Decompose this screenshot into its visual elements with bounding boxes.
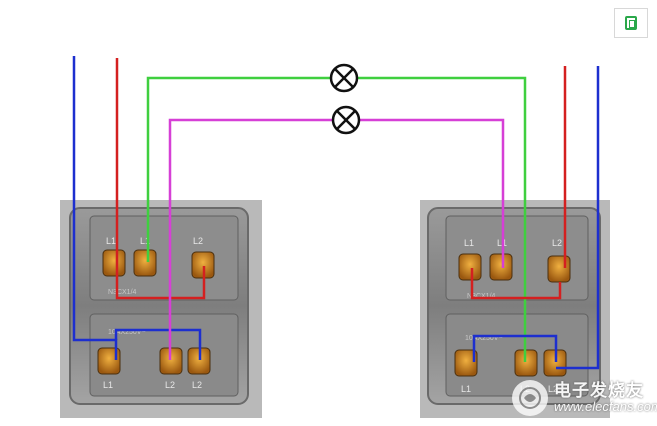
left-red-bridge bbox=[115, 262, 206, 300]
lamp-2 bbox=[331, 105, 361, 135]
watermark-url: www.elecfans.com bbox=[554, 399, 657, 415]
right-label-bottom-3: L2 bbox=[548, 384, 558, 394]
right-terminal-L1-bottom bbox=[454, 349, 478, 377]
logo-mark-icon bbox=[519, 387, 541, 409]
left-terminal-L1a bbox=[102, 249, 126, 277]
elecfans-logo-icon bbox=[512, 380, 548, 416]
right-blue-bridge bbox=[472, 334, 558, 362]
left-label-bottom-1: L1 bbox=[103, 380, 113, 390]
right-terminal-L1b bbox=[489, 253, 513, 281]
left-label-top-1: L1 bbox=[106, 236, 116, 246]
right-terminal-L2-top bbox=[547, 255, 571, 283]
green-traveler-wire bbox=[146, 76, 330, 262]
left-rating-text: 10AX250V~ bbox=[108, 329, 146, 336]
right-blue-wire bbox=[556, 66, 600, 370]
right-red-bridge bbox=[470, 268, 562, 300]
left-label-top-2: L1 bbox=[140, 236, 150, 246]
right-rating-text: 10AX250V~ bbox=[465, 335, 503, 342]
left-terminal-L1b bbox=[133, 249, 157, 277]
copy-button[interactable] bbox=[614, 8, 648, 38]
left-label-bottom-2: L2 bbox=[165, 380, 175, 390]
magenta-traveler-wire bbox=[168, 118, 332, 360]
left-blue-wire bbox=[72, 56, 118, 360]
left-terminal-L1-bottom bbox=[97, 347, 121, 375]
left-switch: L1 L1 L2 N3CX1/4 10AX250V~ L1 L2 L2 bbox=[60, 200, 262, 418]
magenta-traveler-wire-right bbox=[360, 118, 505, 268]
left-model-text: N3CX1/4 bbox=[108, 289, 137, 296]
right-terminal-L1a bbox=[458, 253, 482, 281]
right-label-top-1: L1 bbox=[464, 238, 474, 248]
lamp-2-cross-b bbox=[336, 110, 356, 130]
right-switch: L1 L1 L2 N3CX1/4 10AX250V~ L1 L2 L2 bbox=[420, 200, 610, 418]
right-label-top-3: L2 bbox=[552, 238, 562, 248]
copy-icon bbox=[625, 16, 637, 30]
lamp-1-cross-b bbox=[334, 68, 354, 88]
watermark: 电子发烧友 www.elecfans.com bbox=[512, 380, 657, 416]
green-traveler-wire-right bbox=[358, 76, 527, 362]
right-model-text: N3CX1/4 bbox=[467, 293, 496, 300]
left-label-top-3: L2 bbox=[193, 236, 203, 246]
watermark-cn: 电子发烧友 bbox=[554, 381, 644, 401]
left-switch-upper-block bbox=[89, 215, 239, 301]
left-label-bottom-3: L2 bbox=[192, 380, 202, 390]
right-label-bottom-1: L1 bbox=[461, 384, 471, 394]
left-blue-bridge bbox=[114, 328, 202, 360]
lamp-1 bbox=[329, 63, 359, 93]
